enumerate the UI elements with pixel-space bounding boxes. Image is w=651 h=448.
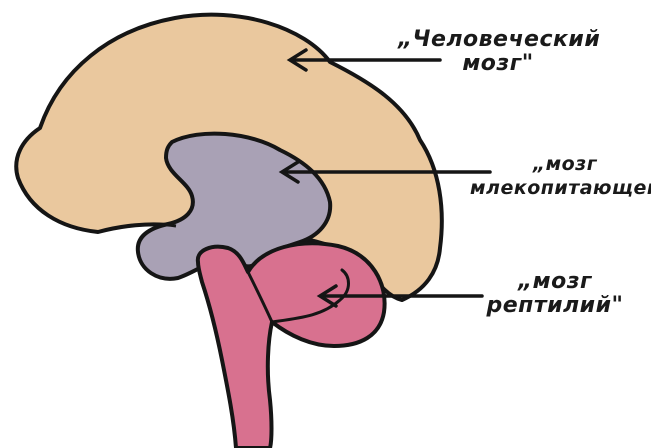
label-mammal-brain-line2: млекопитающего" [470, 176, 651, 200]
label-mammal-brain-line1: „мозг [470, 152, 651, 176]
label-reptile-brain-line1: „мозг [480, 270, 630, 294]
label-human-brain: „Человеческий мозг" [398, 28, 598, 76]
label-reptile-brain: „мозг рептилий" [480, 270, 630, 318]
label-mammal-brain: „мозг млекопитающего" [470, 152, 651, 200]
brainstem-region [198, 243, 385, 448]
label-reptile-brain-line2: рептилий" [480, 294, 630, 318]
label-human-brain-line2: мозг" [398, 52, 598, 76]
label-human-brain-line1: „Человеческий [398, 28, 598, 52]
